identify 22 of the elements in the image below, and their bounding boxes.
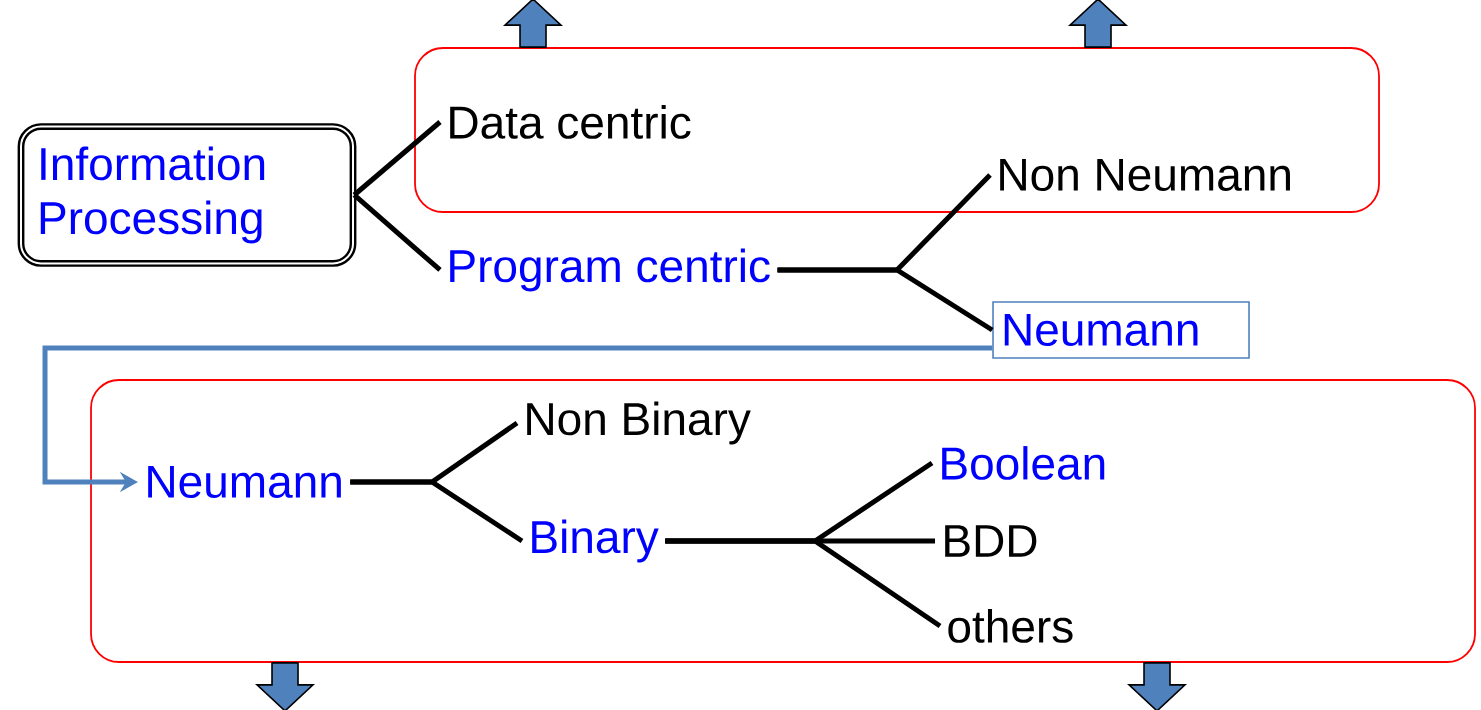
- branch-label: BDD: [945, 525, 1037, 557]
- block-arrow: [1126, 662, 1188, 710]
- branch-line: [352, 193, 442, 272]
- branch-label: Binary: [532, 519, 659, 563]
- branch-label: Neumann: [148, 465, 341, 499]
- branch-line: [777, 267, 994, 333]
- rounded-box: Information Processing: [17, 123, 357, 267]
- branch-label: Program centric: [450, 248, 770, 292]
- branch-label: Non Neumann: [1000, 158, 1290, 192]
- block-arrow: [502, 0, 564, 48]
- branch-label: others: [948, 609, 1073, 643]
- group-box: [414, 47, 1380, 213]
- branch-line: [350, 479, 524, 544]
- branch-label: Data centric: [450, 105, 691, 139]
- text-box: Neumann: [992, 301, 1250, 359]
- block-arrow: [255, 662, 316, 710]
- block-arrow: [1067, 0, 1129, 48]
- branch-line: [352, 120, 442, 197]
- branch-label: Boolean: [942, 446, 1105, 480]
- branch-label: Non Binary: [527, 401, 751, 445]
- group-box: [90, 379, 1476, 663]
- branch-line: [665, 538, 942, 629]
